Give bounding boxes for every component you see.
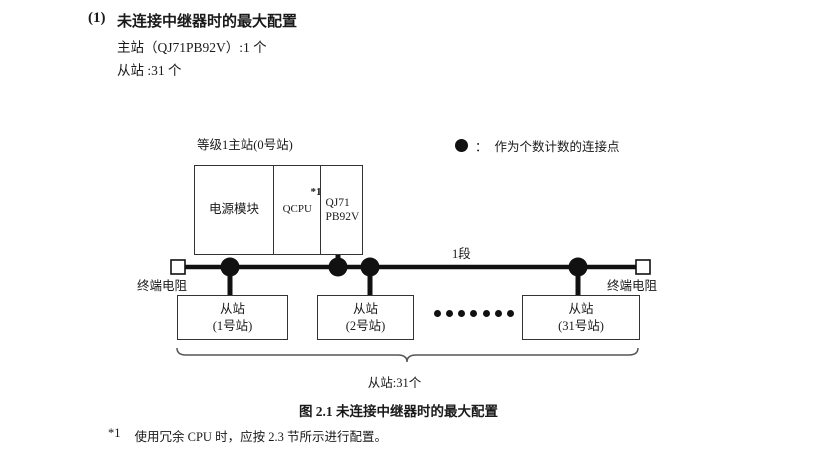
segment-label: 1段: [452, 247, 471, 261]
figure-caption: 图 2.1 未连接中继器时的最大配置: [0, 400, 821, 420]
legend-separator: ：: [475, 140, 488, 154]
slave-group-caption-text: 从站:31个: [367, 376, 422, 390]
terminal-resistor-right-label: 终端电阻: [607, 279, 658, 293]
page-title: 未连接中继器时的最大配置: [117, 14, 298, 30]
connection-dot-slave-2: [360, 257, 380, 277]
connection-dot-slave-1: [220, 257, 240, 277]
ellipsis-dot-icon: [434, 310, 441, 317]
slave-group-brace: [176, 347, 639, 363]
legend: ： 作为个数计数的连接点: [455, 136, 620, 155]
ellipsis-dot-icon: [446, 310, 454, 317]
slave-station-31: 从站 (31号站): [522, 295, 640, 340]
footnote-mark: *1: [108, 426, 121, 440]
slave-station-1: 从站 (1号站): [177, 295, 288, 340]
ellipsis-dot-icon: [506, 310, 514, 317]
slave-group-caption: 从站:31个: [0, 372, 821, 391]
slave-station-1-number: (1号站): [212, 318, 253, 333]
slave-station-1-title: 从站: [219, 301, 245, 316]
ellipsis-dot-icon: [482, 310, 490, 317]
slave-station-2-number: (2号站): [345, 318, 386, 333]
legend-label: 作为个数计数的连接点: [494, 140, 620, 154]
connection-dot-master: [328, 257, 348, 277]
terminal-resistor-left-label: 终端电阻: [137, 279, 188, 293]
terminal-resistor-left-icon: [170, 259, 186, 275]
module-qj71pb92v: QJ71 PB92V: [320, 166, 362, 254]
heading-number: (1): [88, 10, 106, 26]
slave-station-31-title: 从站: [568, 301, 594, 316]
slave-station-2: 从站 (2号站): [317, 295, 414, 340]
rack-label: 等级1主站(0号站): [197, 138, 293, 152]
module-qcpu-footnote-mark: *1: [310, 186, 322, 198]
slave-station-31-number: (31号站): [558, 318, 604, 333]
master-rack: 电源模块 QCPU *1 QJ71 PB92V: [194, 165, 363, 255]
module-power-supply: 电源模块: [195, 166, 273, 254]
module-qcpu: QCPU *1: [273, 166, 322, 254]
ellipsis-dot-icon: [458, 310, 466, 317]
legend-dot-icon: [455, 139, 468, 152]
connection-dot-slave-31: [568, 257, 588, 277]
module-qj71pb92v-label: QJ71 PB92V: [325, 196, 360, 223]
footnote-text: 使用冗余 CPU 时，应按 2.3 节所示进行配置。: [134, 430, 387, 444]
slave-station-2-title: 从站: [352, 301, 378, 316]
slave-ellipsis-dots: [434, 310, 514, 317]
terminal-resistor-right-icon: [635, 259, 651, 275]
spec-slave-count: 从站 :31 个: [117, 63, 182, 78]
module-qcpu-label: QCPU: [282, 203, 312, 216]
figure-caption-text: 图 2.1 未连接中继器时的最大配置: [298, 404, 499, 419]
ellipsis-dot-icon: [494, 310, 502, 317]
ellipsis-dot-icon: [470, 310, 478, 317]
module-power-supply-label: 电源模块: [209, 202, 260, 217]
spec-master-count: 主站（QJ71PB92V）:1 个: [117, 40, 267, 55]
footnote: *1 使用冗余 CPU 时，应按 2.3 节所示进行配置。: [108, 426, 387, 445]
